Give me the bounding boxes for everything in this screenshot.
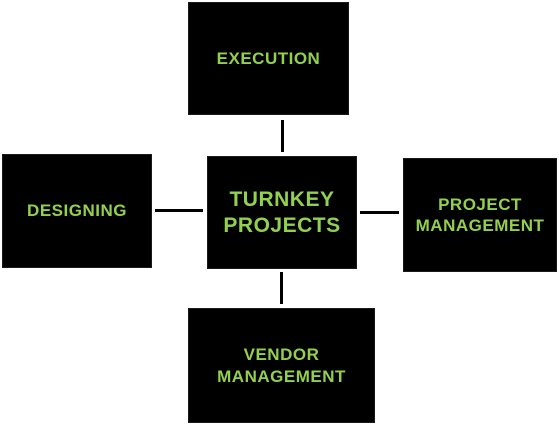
designing-box: DESIGNING xyxy=(2,154,152,268)
turnkey-projects-box: TURNKEY PROJECTS xyxy=(207,156,357,269)
execution-box: EXECUTION xyxy=(188,2,349,115)
designing-label: DESIGNING xyxy=(27,201,127,221)
execution-label: EXECUTION xyxy=(216,48,321,68)
connector-bottom xyxy=(280,272,283,304)
turnkey-projects-label: TURNKEY PROJECTS xyxy=(223,187,341,237)
connector-right xyxy=(360,211,399,214)
connector-top xyxy=(281,120,284,152)
connector-left xyxy=(155,209,203,212)
project-management-box: PROJECT MANAGEMENT xyxy=(403,158,557,272)
vendor-management-box: VENDOR MANAGEMENT xyxy=(188,308,375,423)
project-management-label: PROJECT MANAGEMENT xyxy=(415,194,545,235)
vendor-management-label: VENDOR MANAGEMENT xyxy=(217,345,346,386)
